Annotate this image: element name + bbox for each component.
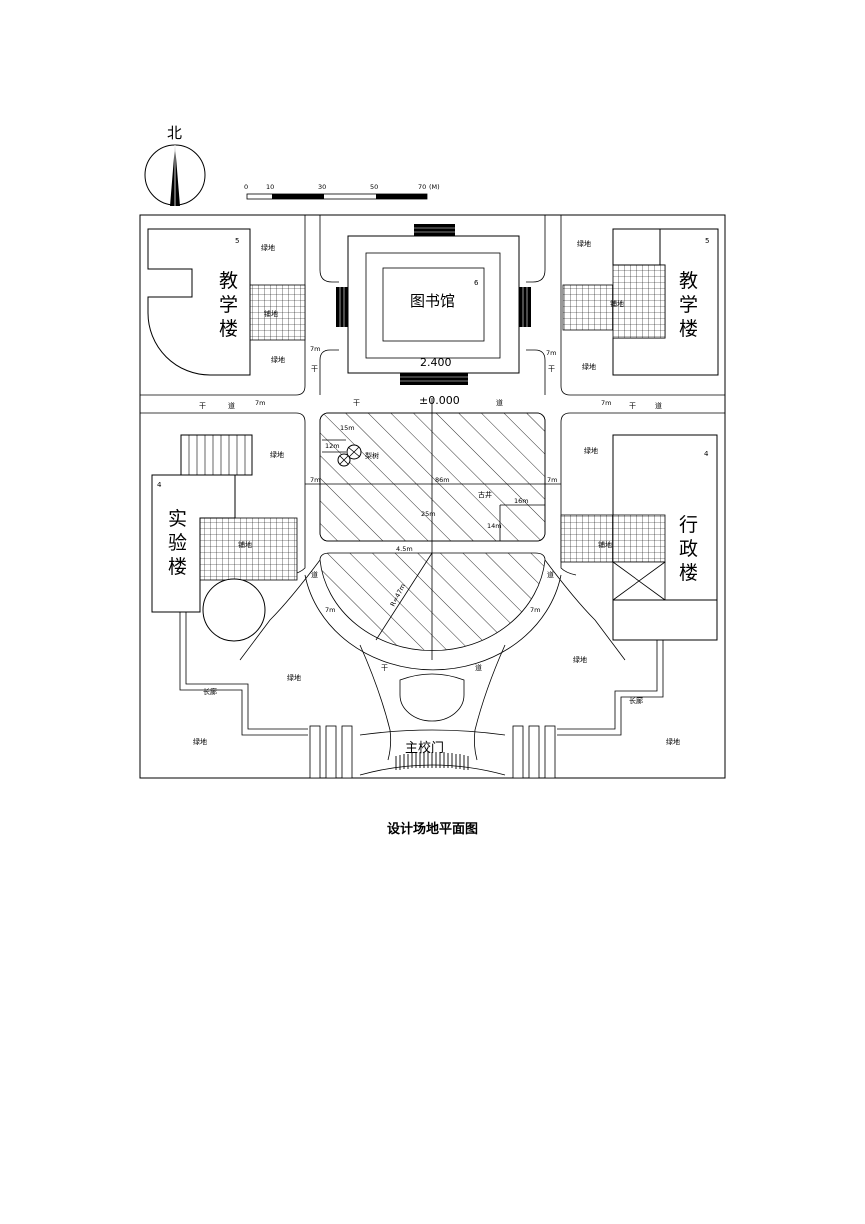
green-label-10: 绿地 [666, 737, 680, 746]
lab-char-1: 实 [168, 508, 187, 530]
scale-tick-50: 50 [370, 183, 378, 191]
scale-tick-70: 70 [418, 183, 426, 191]
library-floors: 6 [474, 279, 479, 287]
dim-7m-3: 7m [255, 399, 265, 407]
lab-building: 4 实 验 楼 [151, 434, 298, 642]
dim-15m: 15m [340, 424, 355, 432]
admin-char-3: 楼 [679, 562, 698, 584]
teaching-left-char-1: 教 [219, 270, 238, 292]
road-trunk-1: 干 [199, 402, 206, 410]
scale-tick-0: 0 [244, 183, 248, 191]
dim-4-5m: 4.5m [396, 545, 413, 553]
paved-area-right [562, 284, 614, 331]
scale-unit: (M) [429, 183, 440, 191]
old-well-label: 古井 [478, 490, 492, 499]
teaching-right-floors: 5 [705, 237, 709, 245]
dim-86m: 86m [435, 476, 450, 484]
road-trunk-6: 干 [381, 664, 388, 672]
teaching-building-left: 5 教 学 楼 [147, 228, 306, 376]
green-label-8: 绿地 [573, 655, 587, 664]
teaching-right-char-2: 学 [679, 294, 698, 316]
admin-char-1: 行 [679, 514, 698, 536]
dim-7m-7: 7m [325, 606, 335, 614]
road-label-4: 道 [311, 570, 318, 579]
road-label-1: 道 [228, 401, 235, 410]
admin-building: 4 行 政 楼 [560, 434, 718, 641]
green-label-6: 绿地 [584, 446, 598, 455]
teaching-left-char-2: 学 [219, 294, 238, 316]
dim-7m-5: 7m [310, 476, 320, 484]
dim-7m-6: 7m [547, 476, 557, 484]
road-label-3: 道 [655, 401, 662, 410]
teaching-left-floors: 5 [235, 237, 239, 245]
teaching-right-char-3: 楼 [679, 318, 698, 340]
dim-7m-2: 7m [546, 349, 556, 357]
teaching-right-char-1: 教 [679, 270, 698, 292]
dim-25m: 25m [421, 510, 436, 518]
figure-caption: 设计场地平面图 [386, 822, 478, 837]
north-label: 北 [167, 124, 182, 142]
dim-16m: 16m [514, 497, 529, 505]
admin-char-2: 政 [679, 538, 698, 560]
compass: 北 [144, 124, 206, 206]
main-gate-label: 主校门 [405, 740, 444, 756]
paved-area-lab [199, 517, 298, 581]
corridors [179, 612, 664, 736]
paved-area-admin [560, 514, 614, 563]
paved-label-2: 铺地 [610, 299, 624, 308]
dim-7m-4: 7m [601, 399, 611, 407]
road-label-5: 道 [547, 570, 554, 579]
green-label-3: 绿地 [577, 239, 591, 248]
paved-label-1: 铺地 [264, 309, 278, 318]
square-elevation: ±0.000 [419, 394, 460, 407]
dim-14m: 14m [487, 522, 502, 530]
site-boundary [139, 214, 726, 779]
road-trunk-3: 干 [629, 402, 636, 410]
dim-7m-8: 7m [530, 606, 540, 614]
paved-label-3: 铺地 [238, 540, 252, 549]
dimension-lines [305, 398, 561, 660]
dim-12m: 12m [325, 442, 340, 450]
teaching-left-char-3: 楼 [219, 318, 238, 340]
road-labels: 干 道 干 道 干 道 干 干 道 道 干 道 [199, 365, 662, 672]
road-trunk-5: 干 [548, 365, 555, 373]
lab-char-2: 验 [168, 532, 187, 554]
lab-char-3: 楼 [168, 556, 187, 578]
admin-floors: 4 [704, 450, 709, 458]
scale-bar: 0 10 30 50 70 (M) [244, 183, 440, 200]
road-trunk-2: 干 [353, 399, 360, 407]
corridor-label-right: 长廊 [629, 696, 643, 705]
library-elevation: 2.400 [420, 356, 452, 369]
library-building: 图书馆 6 2.400 [336, 224, 531, 385]
green-label-1: 绿地 [261, 243, 275, 252]
teaching-building-right: 5 教 学 楼 [562, 228, 719, 376]
road-trunk-4: 干 [311, 365, 318, 373]
paved-label-4: 铺地 [598, 540, 612, 549]
lab-floors: 4 [157, 481, 162, 489]
green-label-9: 绿地 [193, 737, 207, 746]
library-name: 图书馆 [410, 292, 455, 310]
scale-tick-10: 10 [266, 183, 274, 191]
pear-tree-label: 梨树 [365, 451, 379, 460]
corridor-label-left: 长廊 [203, 687, 217, 696]
area-labels: 绿地 绿地 绿地 绿地 绿地 绿地 绿地 绿地 绿地 绿地 铺地 铺地 铺地 铺… [193, 239, 680, 746]
dim-7m-1: 7m [310, 345, 320, 353]
scale-tick-30: 30 [318, 183, 326, 191]
green-label-7: 绿地 [287, 673, 301, 682]
road-label-6: 道 [475, 663, 482, 672]
central-square [319, 412, 546, 542]
green-label-2: 绿地 [271, 355, 285, 364]
pear-tree-icon [337, 444, 362, 467]
green-label-5: 绿地 [270, 450, 284, 459]
road-label-2: 道 [496, 398, 503, 407]
green-label-4: 绿地 [582, 362, 596, 371]
semicircle-plaza [319, 552, 546, 652]
main-gate: 主校门 [309, 673, 556, 779]
